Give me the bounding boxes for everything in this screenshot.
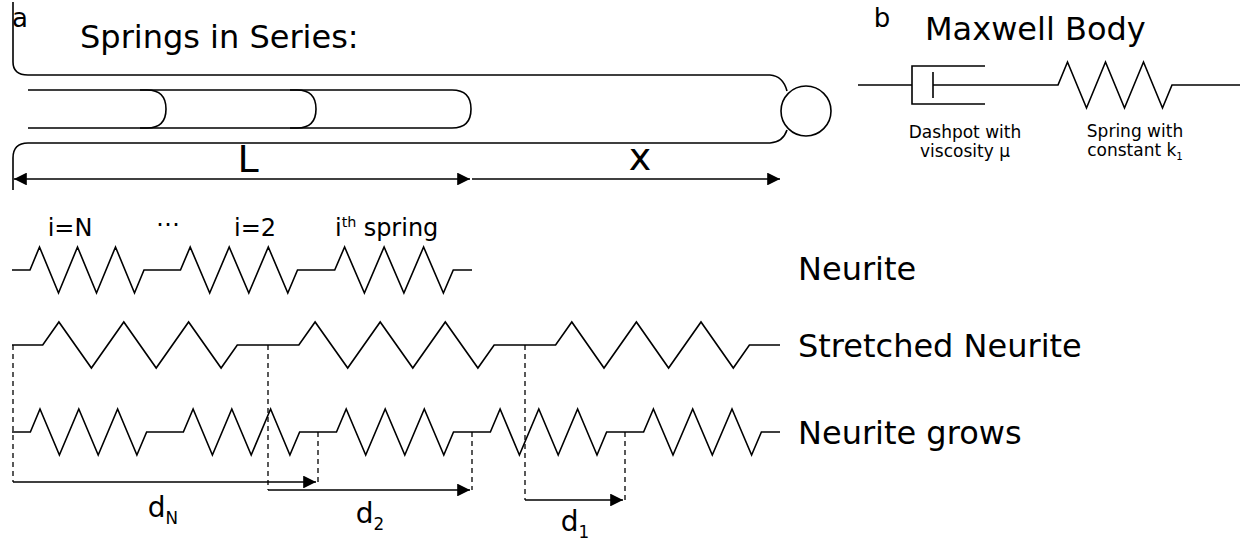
subscript: N: [166, 508, 179, 528]
spring-symbol: [165, 409, 318, 455]
spring-caption: spring: [364, 214, 439, 242]
subscript: 2: [374, 514, 385, 534]
panel-title: Maxwell Body: [925, 10, 1146, 48]
maxwell-body: [858, 66, 1040, 104]
text-group: ith spring: [335, 215, 438, 241]
text-group: Neurite grows: [798, 416, 1022, 451]
subscript: 1: [579, 522, 590, 542]
text-group: Neurite: [798, 252, 916, 287]
text-group: Maxwell Body: [925, 12, 1146, 47]
spring-symbol: [162, 247, 316, 293]
displacement-label: d: [561, 505, 579, 538]
spring-index: i: [335, 214, 342, 242]
text-group: i=2: [234, 215, 276, 241]
displacement-label: d: [356, 497, 374, 530]
text-group: Spring with constant k1: [1070, 122, 1200, 162]
spring-rows: [12, 62, 1240, 455]
dimension-label: x: [629, 135, 652, 179]
spring-symbol: [12, 409, 165, 455]
spring-symbol: [1040, 62, 1190, 108]
panel-title: Springs in Series:: [80, 18, 359, 56]
spring-symbol: [318, 409, 472, 455]
text-group: i=N: [48, 215, 93, 241]
text-group: ⋯: [156, 211, 180, 237]
spring-symbol: [316, 247, 472, 293]
dimension-label: L: [237, 137, 258, 181]
component-caption: Spring with constant k: [1087, 121, 1183, 160]
row-label: Stretched Neurite: [798, 327, 1082, 365]
text-group: d2: [356, 499, 384, 533]
ellipsis: ⋯: [156, 210, 180, 238]
neurite-outline: [13, 2, 831, 190]
component-caption: Dashpot with viscosity μ: [909, 122, 1021, 161]
panel-letter: a: [12, 3, 28, 33]
text-group: Stretched Neurite: [798, 329, 1082, 364]
row-label: Neurite grows: [798, 414, 1022, 452]
spring-symbol: [472, 409, 625, 455]
spring-symbol: [268, 322, 525, 368]
displacement-arrows: [13, 482, 623, 500]
spring-symbol: [12, 247, 162, 293]
spring-symbol: [525, 322, 780, 368]
dashed-guides: [13, 345, 625, 500]
row-label: Neurite: [798, 250, 916, 288]
subscript: 1: [1176, 151, 1182, 162]
length-dimension: [14, 178, 780, 180]
text-group: Springs in Series:: [80, 20, 359, 55]
text-group: L: [237, 139, 258, 181]
spring-index: i=2: [234, 214, 276, 242]
text-group: b: [874, 4, 891, 33]
text-group: x: [629, 137, 652, 179]
spring-symbol: [12, 322, 268, 368]
superscript: th: [342, 214, 357, 230]
text-group: d1: [561, 507, 589, 541]
text-group: dN: [148, 493, 178, 527]
spring-symbol: [625, 409, 780, 455]
spring-lead: [1190, 84, 1240, 86]
text-group: Dashpot with viscosity μ: [890, 123, 1040, 160]
displacement-label: d: [148, 491, 166, 524]
panel-letter: b: [874, 3, 891, 33]
text-group: a: [12, 4, 28, 33]
spring-index: i=N: [48, 214, 93, 242]
